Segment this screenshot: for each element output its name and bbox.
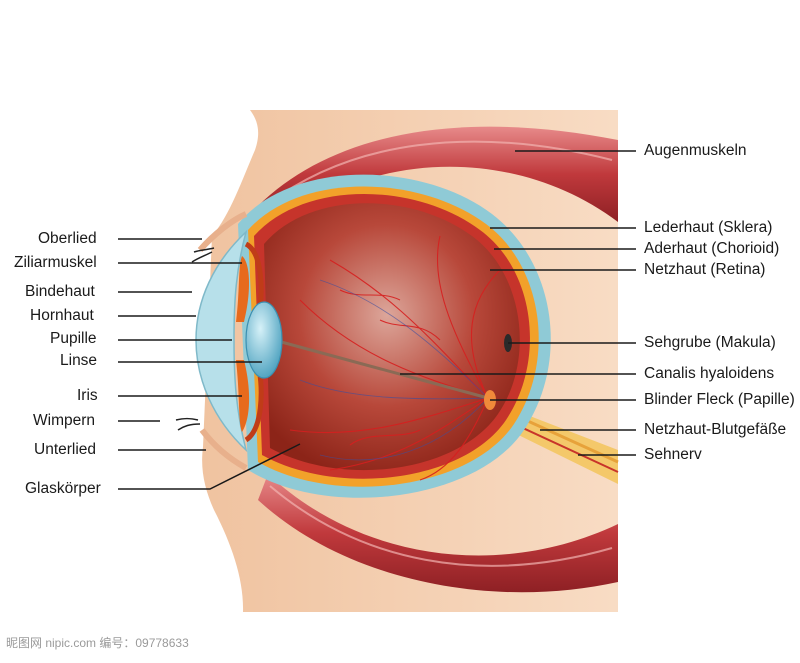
label-sehnerv: Sehnerv: [644, 446, 702, 463]
label-blinder-fleck: Blinder Fleck (Papille): [644, 391, 795, 408]
iris-lower: [236, 360, 250, 432]
hyaloid-canal: [273, 338, 489, 400]
lower-eyelid: [199, 428, 248, 471]
label-pupille: Pupille: [50, 330, 97, 347]
label-linse: Linse: [60, 352, 98, 369]
label-bindehaut: Bindehaut: [25, 283, 95, 300]
leader-lines-left: [118, 238, 301, 490]
iris-upper: [236, 256, 250, 322]
vitreous-body: [264, 203, 520, 471]
lens: [245, 301, 283, 379]
label-lederhaut: Lederhaut (Sklera): [644, 219, 773, 236]
watermark: 昵图网 nipic.com 编号：09778633: [6, 636, 189, 650]
label-canalis-hyaloidens: Canalis hyaloidens: [644, 365, 775, 382]
label-hornhaut: Hornhaut: [30, 307, 94, 324]
label-netzhaut: Netzhaut (Retina): [644, 261, 766, 278]
label-iris: Iris: [77, 387, 98, 404]
lower-eye-muscle: [258, 474, 618, 593]
label-glaskoerper: Glaskörper: [25, 480, 101, 497]
label-netzhaut-blutgefaesse: Netzhaut-Blutgefäße: [644, 421, 787, 438]
label-ziliarmuskel: Ziliarmuskel: [14, 254, 97, 271]
label-aderhaut: Aderhaut (Chorioid): [644, 240, 780, 257]
label-unterlied: Unterlied: [34, 441, 97, 458]
upper-eyelid: [197, 211, 248, 252]
label-oberlied: Oberlied: [38, 230, 97, 247]
leader-lines-right: [400, 150, 636, 456]
label-augenmuskeln: Augenmuskeln: [644, 142, 747, 159]
label-wimpern: Wimpern: [33, 412, 96, 429]
label-sehgrube: Sehgrube (Makula): [644, 334, 776, 351]
eyelashes: [175, 247, 215, 431]
